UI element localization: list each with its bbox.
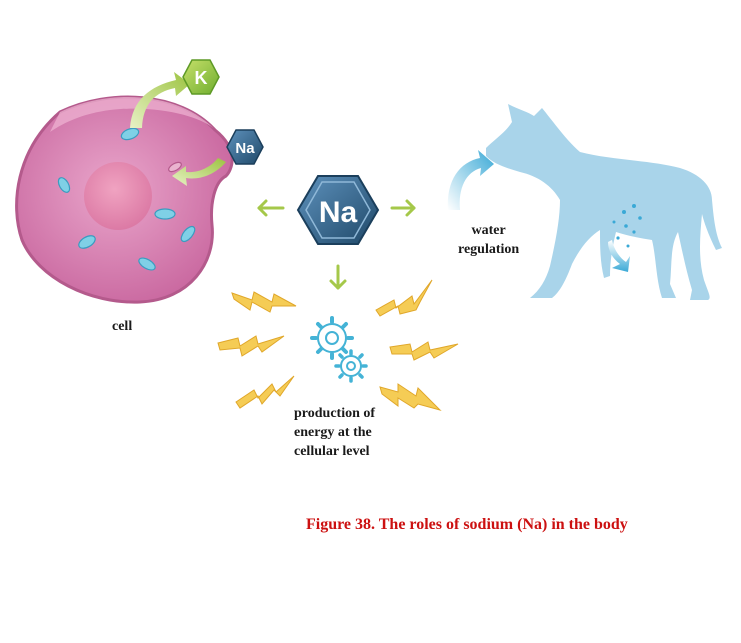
cell-nucleus <box>84 162 152 230</box>
label-energy-production: production of energy at the cellular lev… <box>294 404 375 461</box>
label-water-line2: regulation <box>458 242 520 257</box>
sodium-icon: Na <box>296 175 380 245</box>
sodium-icon: Na <box>226 129 264 165</box>
label-water-regulation: water regulation <box>458 221 519 259</box>
arrow-icon <box>130 72 190 128</box>
label-water-line1: water <box>471 223 506 238</box>
dog-icon <box>486 104 722 300</box>
gear-icon <box>334 349 368 383</box>
label-energy-line2: energy at the <box>294 425 372 440</box>
organelles <box>57 127 196 271</box>
spark-icon <box>217 279 459 411</box>
label-energy-line3: cellular level <box>294 444 370 459</box>
water-droplets <box>612 204 642 248</box>
sodium-symbol-small: Na <box>235 140 255 157</box>
arrow-icon <box>257 199 416 290</box>
figure-caption: Figure 38. The roles of sodium (Na) in t… <box>306 516 628 533</box>
sodium-symbol-center: Na <box>319 196 358 229</box>
label-cell: cell <box>112 317 132 336</box>
label-energy-line1: production of <box>294 406 376 421</box>
potassium-symbol: K <box>195 68 208 88</box>
arrow-icon <box>172 158 226 186</box>
label-cell-text: cell <box>112 319 133 334</box>
potassium-icon: K <box>182 59 220 95</box>
water-arrow-icon <box>608 240 630 272</box>
cell-icon <box>15 95 234 304</box>
gear-icon <box>310 316 354 360</box>
water-arrow-icon <box>447 150 494 210</box>
